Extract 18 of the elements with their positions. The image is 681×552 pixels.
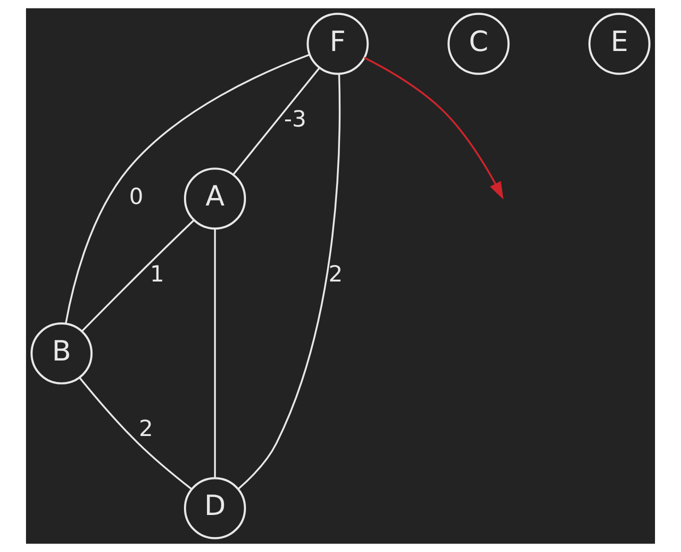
- node-circle: E: [588, 12, 650, 75]
- arrow: [364, 56, 504, 200]
- node-circle: D: [184, 477, 246, 540]
- connector: [238, 74, 341, 490]
- edge-label: 0: [129, 184, 144, 210]
- node-circle: F: [306, 12, 369, 75]
- edge-label: -3: [284, 106, 306, 132]
- connector: [78, 376, 192, 490]
- connector: [232, 68, 320, 175]
- edge-label: 2: [328, 261, 343, 288]
- edge-label: 1: [150, 261, 164, 288]
- node-circle: C: [448, 12, 510, 75]
- connector: [64, 54, 310, 324]
- connector: [214, 228, 216, 478]
- node-circle: B: [30, 322, 93, 384]
- connector: [81, 220, 194, 332]
- edge-label: 2: [138, 416, 154, 442]
- node-circle: A: [184, 168, 246, 230]
